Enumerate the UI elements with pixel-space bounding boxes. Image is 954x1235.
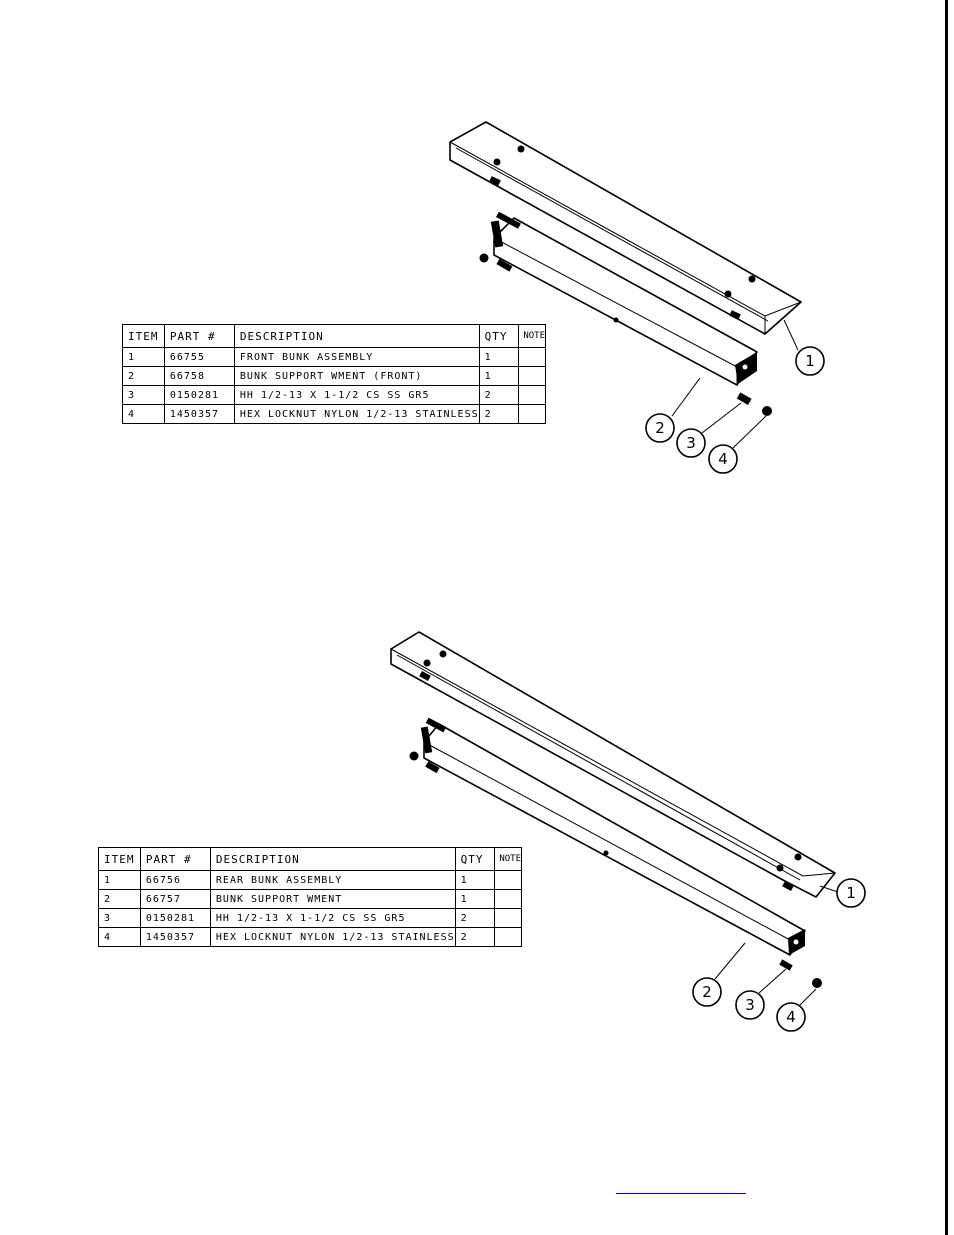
front-balloon-2: 2 xyxy=(645,413,675,443)
footer-link[interactable] xyxy=(616,1180,746,1194)
svg-text:2: 2 xyxy=(702,983,712,1001)
table-row: 4 1450357 HEX LOCKNUT NYLON 1/2-13 STAIN… xyxy=(122,404,546,424)
rear-balloon-2: 2 xyxy=(692,977,722,1007)
cell-description: HH 1/2-13 X 1-1/2 CS SS GR5 xyxy=(209,908,456,928)
cell-item: 2 xyxy=(98,889,141,909)
table-row: 2 66757 BUNK SUPPORT WMENT 1 xyxy=(98,889,522,909)
col-part: PART # xyxy=(139,847,211,871)
cell-part: 1450357 xyxy=(163,404,235,424)
col-item: ITEM xyxy=(98,847,141,871)
cell-note xyxy=(518,366,546,386)
table-row: 1 66756 REAR BUNK ASSEMBLY 1 xyxy=(98,870,522,890)
cell-description: HEX LOCKNUT NYLON 1/2-13 STAINLESS xyxy=(209,927,456,947)
table-row: 3 0150281 HH 1/2-13 X 1-1/2 CS SS GR5 2 xyxy=(98,908,522,928)
cell-note xyxy=(494,927,522,947)
cell-part: 0150281 xyxy=(163,385,235,405)
front-balloon-3: 3 xyxy=(676,428,706,458)
svg-text:2: 2 xyxy=(655,419,665,437)
cell-item: 3 xyxy=(122,385,165,405)
bom-header-row: ITEM PART # DESCRIPTION QTY NOTE xyxy=(98,847,522,871)
svg-text:4: 4 xyxy=(718,450,728,468)
cell-description: BUNK SUPPORT WMENT (FRONT) xyxy=(233,366,480,386)
front-balloon-4: 4 xyxy=(708,444,738,474)
cell-note xyxy=(494,908,522,928)
cell-description: FRONT BUNK ASSEMBLY xyxy=(233,347,480,367)
rear-balloon-3: 3 xyxy=(735,990,765,1020)
front-bunk-board xyxy=(449,121,802,335)
cell-qty: 1 xyxy=(478,347,520,367)
col-qty: QTY xyxy=(478,324,520,348)
cell-part: 66756 xyxy=(139,870,211,890)
front-leaders xyxy=(671,319,799,449)
cell-part: 1450357 xyxy=(139,927,211,947)
svg-text:1: 1 xyxy=(846,884,856,902)
svg-text:3: 3 xyxy=(745,996,755,1014)
cell-qty: 2 xyxy=(478,404,520,424)
cell-item: 3 xyxy=(98,908,141,928)
page-edge-rule xyxy=(945,0,948,1235)
svg-text:4: 4 xyxy=(786,1008,796,1026)
cell-part: 0150281 xyxy=(139,908,211,928)
col-item: ITEM xyxy=(122,324,165,348)
cell-item: 1 xyxy=(122,347,165,367)
cell-qty: 1 xyxy=(478,366,520,386)
cell-note xyxy=(518,385,546,405)
rear-bom-table: ITEM PART # DESCRIPTION QTY NOTE 1 66756… xyxy=(98,847,522,947)
table-row: 3 0150281 HH 1/2-13 X 1-1/2 CS SS GR5 2 xyxy=(122,385,546,405)
cell-qty: 2 xyxy=(454,927,496,947)
rear-balloon-4: 4 xyxy=(776,1002,806,1032)
cell-note xyxy=(518,404,546,424)
front-bunk-support xyxy=(479,211,772,416)
cell-part: 66757 xyxy=(139,889,211,909)
cell-note xyxy=(518,347,546,367)
svg-text:1: 1 xyxy=(805,352,815,370)
cell-part: 66755 xyxy=(163,347,235,367)
cell-description: REAR BUNK ASSEMBLY xyxy=(209,870,456,890)
cell-item: 2 xyxy=(122,366,165,386)
svg-text:3: 3 xyxy=(686,434,696,452)
front-bom-table: ITEM PART # DESCRIPTION QTY NOTE 1 66755… xyxy=(122,324,546,424)
table-row: 2 66758 BUNK SUPPORT WMENT (FRONT) 1 xyxy=(122,366,546,386)
rear-bunk-support xyxy=(409,717,822,988)
cell-description: BUNK SUPPORT WMENT xyxy=(209,889,456,909)
rear-leaders xyxy=(714,885,839,1007)
table-row: 1 66755 FRONT BUNK ASSEMBLY 1 xyxy=(122,347,546,367)
cell-item: 1 xyxy=(98,870,141,890)
cell-note xyxy=(494,889,522,909)
cell-description: HH 1/2-13 X 1-1/2 CS SS GR5 xyxy=(233,385,480,405)
col-description: DESCRIPTION xyxy=(233,324,480,348)
cell-qty: 1 xyxy=(454,870,496,890)
col-note: NOTE xyxy=(494,847,522,871)
cell-part: 66758 xyxy=(163,366,235,386)
cell-qty: 2 xyxy=(478,385,520,405)
cell-item: 4 xyxy=(122,404,165,424)
col-qty: QTY xyxy=(454,847,496,871)
cell-qty: 1 xyxy=(454,889,496,909)
cell-item: 4 xyxy=(98,927,141,947)
cell-qty: 2 xyxy=(454,908,496,928)
col-part: PART # xyxy=(163,324,235,348)
front-balloon-1: 1 xyxy=(795,346,825,376)
table-row: 4 1450357 HEX LOCKNUT NYLON 1/2-13 STAIN… xyxy=(98,927,522,947)
col-note: NOTE xyxy=(518,324,546,348)
bom-header-row: ITEM PART # DESCRIPTION QTY NOTE xyxy=(122,324,546,348)
footer-link-underline xyxy=(616,1193,746,1194)
cell-note xyxy=(494,870,522,890)
rear-balloon-1: 1 xyxy=(836,878,866,908)
col-description: DESCRIPTION xyxy=(209,847,456,871)
cell-description: HEX LOCKNUT NYLON 1/2-13 STAINLESS xyxy=(233,404,480,424)
rear-bunk-board xyxy=(390,631,836,898)
